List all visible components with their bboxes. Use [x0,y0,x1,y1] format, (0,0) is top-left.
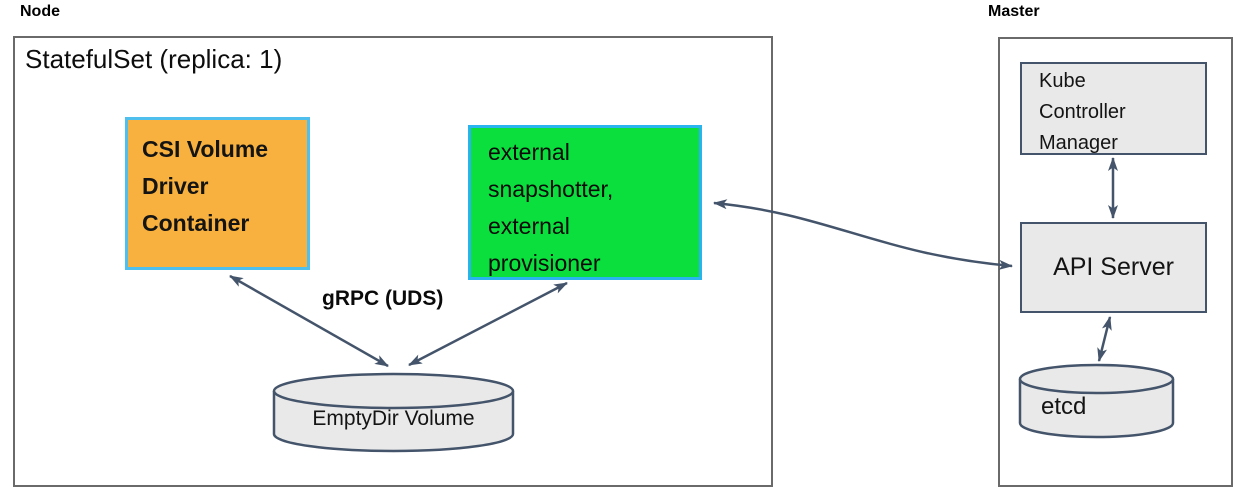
emptydir-volume-label: EmptyDir Volume [312,407,475,430]
kube-controller-manager-box: Kube Controller Manager [1020,62,1207,155]
api-server-box: API Server [1020,222,1207,313]
statefulset-title: StatefulSet (replica: 1) [25,44,283,74]
master-group-label: Master [988,3,1040,20]
csi-volume-driver-container-box: CSI Volume Driver Container [125,117,310,270]
grpc-uds-label: gRPC (UDS) [322,287,444,310]
external-snapshotter-provisioner-box: external snapshotter, external provision… [468,125,702,280]
etcd-label: etcd [1041,393,1087,420]
node-group-label: Node [20,3,60,20]
